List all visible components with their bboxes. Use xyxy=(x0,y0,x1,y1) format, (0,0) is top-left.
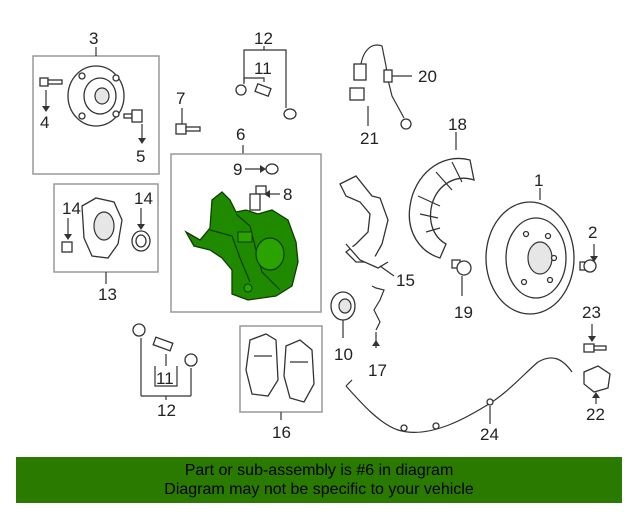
parts-diagram: 3 4 5 12 11 xyxy=(32,29,611,444)
spring-clip-17[interactable]: 17 xyxy=(368,285,387,380)
callout-23[interactable]: 23 xyxy=(582,303,601,322)
guide-bolt-group-top[interactable]: 12 11 xyxy=(235,29,297,120)
bolt-7[interactable]: 7 xyxy=(175,89,201,135)
callout-10[interactable]: 10 xyxy=(334,345,353,364)
callout-1[interactable]: 1 xyxy=(534,171,543,190)
callout-15[interactable]: 15 xyxy=(396,271,415,290)
hose-fitting[interactable] xyxy=(353,63,367,81)
guide-bolt-group-bottom[interactable]: 11 12 xyxy=(132,323,198,420)
brake-hose-group[interactable]: 20 21 xyxy=(349,44,437,148)
bolt-cap[interactable] xyxy=(235,84,247,96)
callout-11-bottom[interactable]: 11 xyxy=(156,369,174,388)
brake-caliper[interactable] xyxy=(184,191,299,301)
wear-sensor-cable[interactable]: 24 xyxy=(345,357,573,444)
callout-12-bottom[interactable]: 12 xyxy=(157,401,176,420)
callout-19[interactable]: 19 xyxy=(454,303,473,322)
callout-8[interactable]: 8 xyxy=(283,185,292,204)
callout-14-left[interactable]: 14 xyxy=(62,199,81,218)
splash-shield[interactable]: 18 xyxy=(408,115,475,259)
callout-21[interactable]: 21 xyxy=(360,129,379,148)
sensor-bolt-23[interactable]: 23 xyxy=(582,303,607,353)
brake-rotor[interactable]: 1 xyxy=(485,171,575,315)
callout-6[interactable]: 6 xyxy=(236,125,245,144)
callout-18[interactable]: 18 xyxy=(448,115,467,134)
hub-assembly-group[interactable]: 3 4 5 xyxy=(32,29,160,175)
caliper-assembly-group[interactable]: 6 9 8 xyxy=(170,125,322,313)
callout-4[interactable]: 4 xyxy=(40,113,49,132)
hose-bracket-21[interactable] xyxy=(349,87,365,101)
notice-line-1: Part or sub-assembly is #6 in diagram xyxy=(184,462,454,479)
callout-17[interactable]: 17 xyxy=(368,361,387,380)
motor-group[interactable]: 13 14 14 xyxy=(53,183,159,304)
notice-banner: Part or sub-assembly is #6 in diagram Di… xyxy=(16,457,622,503)
callout-12-top[interactable]: 12 xyxy=(254,29,273,48)
callout-11-top[interactable]: 11 xyxy=(254,59,272,78)
callout-9[interactable]: 9 xyxy=(233,160,242,179)
hub-bolt-5[interactable] xyxy=(123,109,143,123)
bleeder-cap-9[interactable] xyxy=(265,163,279,175)
callout-7[interactable]: 7 xyxy=(176,89,185,108)
callout-16[interactable]: 16 xyxy=(272,423,291,442)
callout-13[interactable]: 13 xyxy=(98,285,117,304)
callout-14-right[interactable]: 14 xyxy=(134,189,153,208)
guide-pin-bottom[interactable] xyxy=(152,336,174,352)
bleeder-screw-8[interactable] xyxy=(249,185,267,211)
seal-10[interactable]: 10 xyxy=(330,291,356,364)
guide-bolt[interactable] xyxy=(283,108,297,120)
callout-3[interactable]: 3 xyxy=(89,29,98,48)
sensor-bracket-22[interactable]: 22 xyxy=(583,365,611,424)
guide-pin[interactable] xyxy=(254,83,272,97)
brake-pad-inner[interactable] xyxy=(245,333,279,397)
callout-5[interactable]: 5 xyxy=(136,147,145,166)
callout-2[interactable]: 2 xyxy=(588,223,597,242)
callout-22[interactable]: 22 xyxy=(586,405,605,424)
notice-line-2: Diagram may not be specific to your vehi… xyxy=(164,481,474,498)
brake-pad-outer[interactable] xyxy=(283,339,315,403)
callout-20[interactable]: 20 xyxy=(418,67,437,86)
rotor-screw-2[interactable]: 2 xyxy=(579,223,598,273)
guide-bolt-bottom[interactable] xyxy=(184,353,198,367)
bolt-cap-bottom[interactable] xyxy=(132,323,146,337)
nut-19[interactable]: 19 xyxy=(451,259,473,322)
caliper-bracket[interactable]: 15 xyxy=(339,175,415,290)
hub-bolt-4[interactable] xyxy=(39,77,63,87)
brake-pads-group[interactable]: 16 xyxy=(239,325,323,442)
callout-24[interactable]: 24 xyxy=(480,425,499,444)
